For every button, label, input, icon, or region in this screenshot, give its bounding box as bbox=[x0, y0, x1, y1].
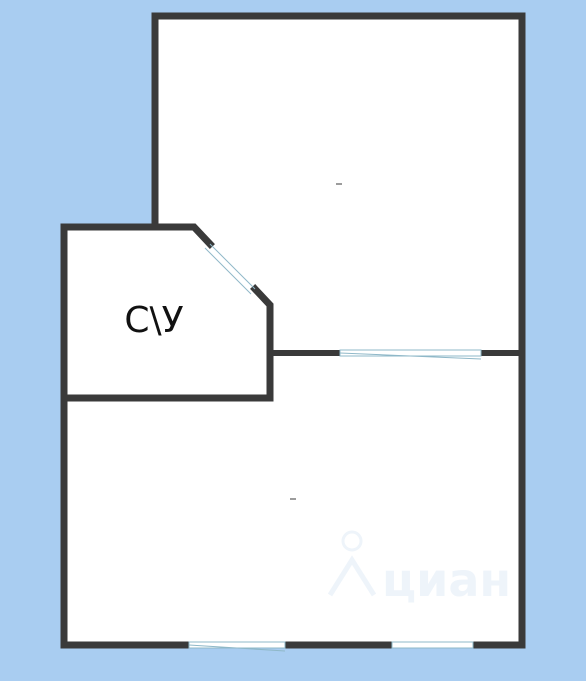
cian-logo-icon bbox=[327, 530, 377, 597]
watermark: циан bbox=[327, 530, 511, 607]
walls bbox=[60, 12, 526, 649]
bottom-opening-left bbox=[188, 641, 286, 652]
upper-room-outer-wall bbox=[151, 12, 526, 357]
bathroom-label: С\У bbox=[124, 300, 183, 341]
bathroom-door bbox=[204, 243, 256, 295]
watermark-brand: циан bbox=[382, 553, 511, 607]
bottom-opening-right bbox=[391, 641, 474, 649]
left-outer-wall bbox=[60, 223, 215, 649]
right-wall bbox=[469, 349, 526, 649]
bathroom-floor bbox=[64, 227, 270, 398]
partition-door bbox=[339, 349, 482, 360]
